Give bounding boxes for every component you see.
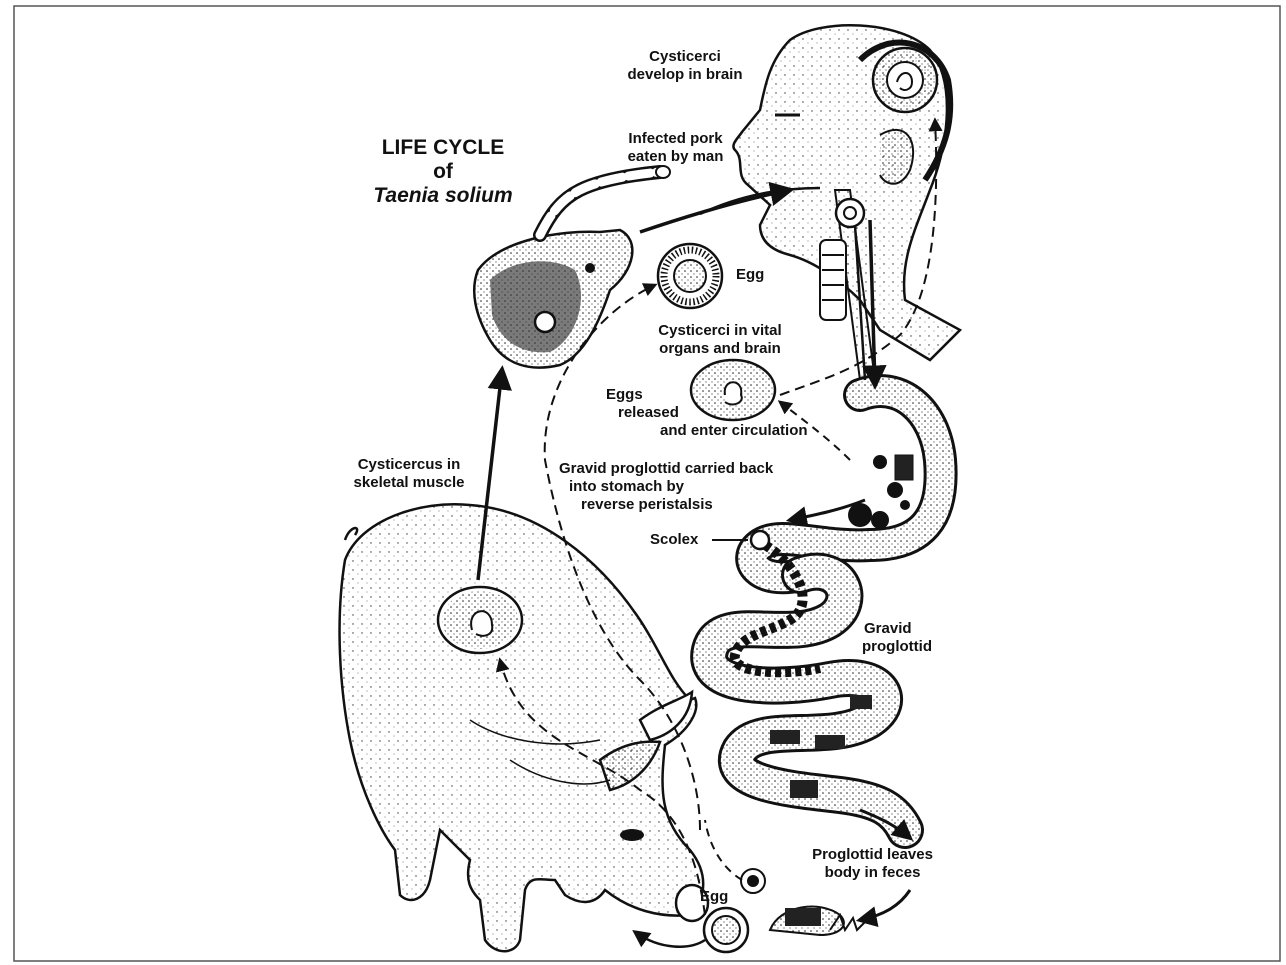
label-proglottid-leaves: Proglottid leaves body in feces (790, 846, 955, 882)
label-scolex: Scolex (650, 531, 698, 549)
scolex-mark (751, 531, 769, 549)
title-line-3: Taenia solium (348, 184, 538, 208)
label-eggs-released: Eggs released and enter circulation (604, 386, 808, 440)
pig (340, 504, 708, 951)
label-gravid-carried: Gravid proglottid carried back into stom… (559, 460, 773, 514)
diagram-title: LIFE CYCLE of Taenia solium (348, 136, 538, 208)
label-cysticercus-muscle: Cysticercus in skeletal muscle (334, 456, 484, 492)
label-infected-pork: Infected pork eaten by man (608, 130, 743, 166)
trachea (820, 240, 846, 320)
label-gravid-proglottid: Gravid proglottid (862, 620, 932, 656)
arrow-to-feces (860, 890, 910, 920)
label-cysticerci-brain: Cysticerci develop in brain (610, 48, 760, 84)
label-egg-upper: Egg (736, 266, 764, 284)
egg-upper (658, 244, 722, 308)
title-line-2: of (348, 160, 538, 184)
label-cysticerci-vital: Cysticerci in vital organs and brain (620, 322, 820, 358)
title-line-1: LIFE CYCLE (348, 136, 538, 160)
label-egg-lower: Egg (700, 888, 728, 906)
